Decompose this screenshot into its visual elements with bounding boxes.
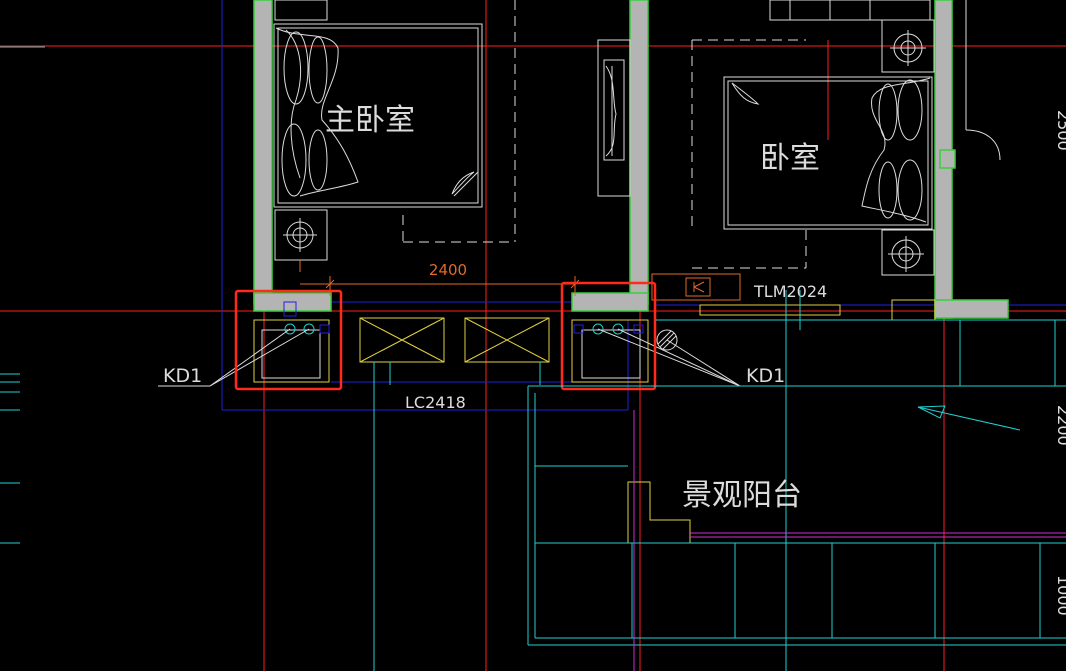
edge-dimension-1000: 1000 (1054, 575, 1066, 616)
kd1-left-column (253, 301, 330, 383)
bedroom-wardrobe (691, 39, 807, 269)
window-lc2418 (359, 317, 550, 671)
dimension-2400-label: 2400 (429, 261, 467, 279)
bedroom-nightstands (769, 0, 935, 276)
room-label-balcony: 景观阳台 (682, 478, 802, 513)
room-label-master-bedroom: 主卧室 (325, 103, 415, 138)
walls (253, 0, 1009, 319)
kd1-right-highlight (560, 281, 657, 391)
door-label-tlm2024: TLM2024 (753, 282, 827, 301)
magenta-lines (633, 410, 1066, 671)
kd1-right-label: KD1 (746, 365, 785, 387)
edge-dimension-2500: 2500 (1054, 110, 1066, 151)
direction-arrow (917, 405, 1021, 431)
kd1-left-label: KD1 (163, 365, 202, 387)
master-wardrobe (402, 0, 516, 243)
window-label-lc2418: LC2418 (405, 393, 466, 412)
right-door-swing (965, 0, 1001, 161)
master-bedroom-bed (273, 23, 483, 208)
balcony-grid (527, 290, 1066, 671)
kd1-left-leader (158, 328, 310, 387)
kd1-right-column (571, 319, 649, 383)
door-tag-box (651, 273, 741, 301)
master-bedroom-nightstand (274, 0, 328, 261)
curtain-column (597, 39, 631, 197)
edge-dimension-2200: 2200 (1054, 405, 1066, 446)
bedroom-bed (723, 76, 933, 230)
kd1-left-highlight (234, 289, 343, 391)
room-label-bedroom: 卧室 (760, 141, 820, 176)
